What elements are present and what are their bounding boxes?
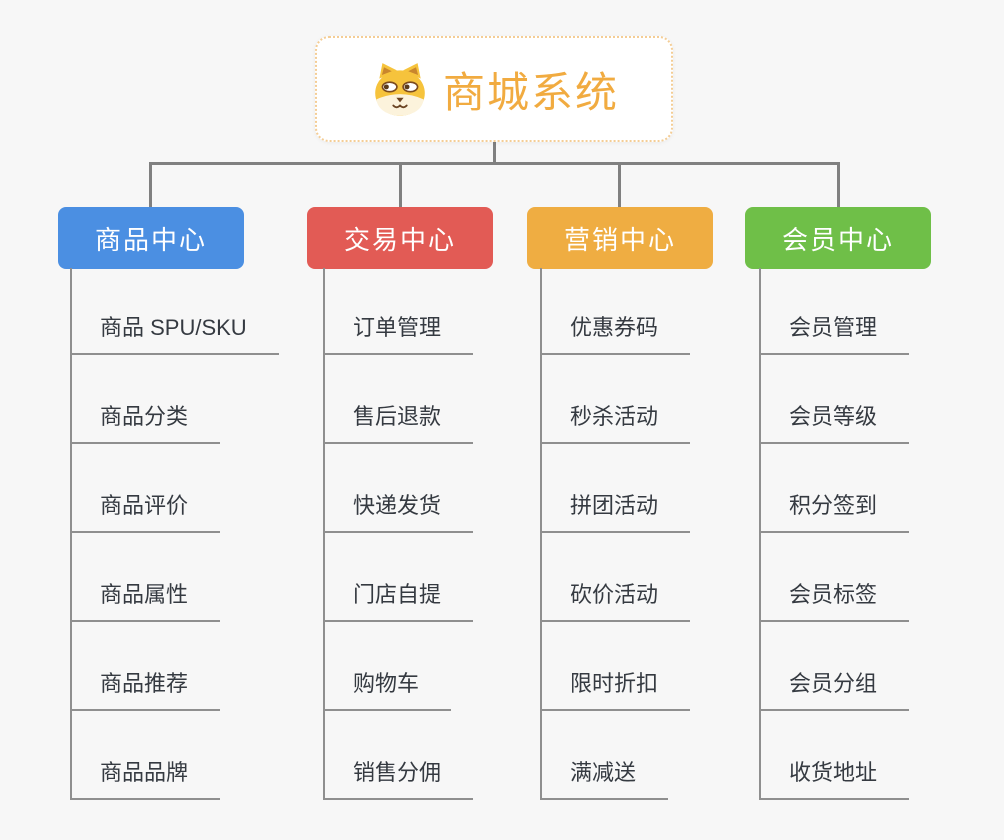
child-node[interactable]: 购物车 [323, 665, 452, 711]
child-node[interactable]: 砍价活动 [540, 576, 691, 622]
root-title: 商城系统 [442, 68, 619, 116]
child-node[interactable]: 会员分组 [759, 665, 910, 711]
branch-trunk-line [540, 268, 542, 800]
child-node[interactable]: 会员等级 [759, 398, 910, 444]
dog-face-icon [369, 61, 431, 117]
child-node[interactable]: 收货地址 [759, 754, 910, 800]
branch-trunk-line [70, 268, 72, 800]
child-node[interactable]: 拼团活动 [540, 487, 691, 533]
root-node[interactable]: 商城系统 [315, 36, 673, 142]
child-node[interactable]: 商品属性 [70, 576, 221, 622]
child-node[interactable]: 订单管理 [323, 309, 474, 355]
child-node[interactable]: 售后退款 [323, 398, 474, 444]
connector-branch-drop [399, 163, 402, 209]
connector-branch-drop [149, 163, 152, 209]
branch-box-2[interactable]: 营销中心 [527, 207, 713, 269]
child-node[interactable]: 商品分类 [70, 398, 221, 444]
connector-horizontal-trunk [149, 162, 840, 165]
branch-box-0[interactable]: 商品中心 [58, 207, 244, 269]
connector-branch-drop [837, 163, 840, 209]
child-node[interactable]: 门店自提 [323, 576, 474, 622]
branch-trunk-line [759, 268, 761, 800]
child-node[interactable]: 优惠券码 [540, 309, 691, 355]
child-node[interactable]: 商品评价 [70, 487, 221, 533]
child-node[interactable]: 销售分佣 [323, 754, 474, 800]
branch-box-3[interactable]: 会员中心 [745, 207, 931, 269]
connector-branch-drop [618, 163, 621, 209]
child-node[interactable]: 商品推荐 [70, 665, 221, 711]
child-node[interactable]: 积分签到 [759, 487, 910, 533]
connector-root-drop [493, 141, 496, 164]
child-node[interactable]: 秒杀活动 [540, 398, 691, 444]
child-node[interactable]: 快递发货 [323, 487, 474, 533]
child-node[interactable]: 会员管理 [759, 309, 910, 355]
child-node[interactable]: 满减送 [540, 754, 669, 800]
branch-trunk-line [323, 268, 325, 800]
branch-box-1[interactable]: 交易中心 [307, 207, 493, 269]
child-node[interactable]: 会员标签 [759, 576, 910, 622]
child-node[interactable]: 商品品牌 [70, 754, 221, 800]
child-node[interactable]: 商品 SPU/SKU [70, 309, 279, 355]
child-node[interactable]: 限时折扣 [540, 665, 691, 711]
